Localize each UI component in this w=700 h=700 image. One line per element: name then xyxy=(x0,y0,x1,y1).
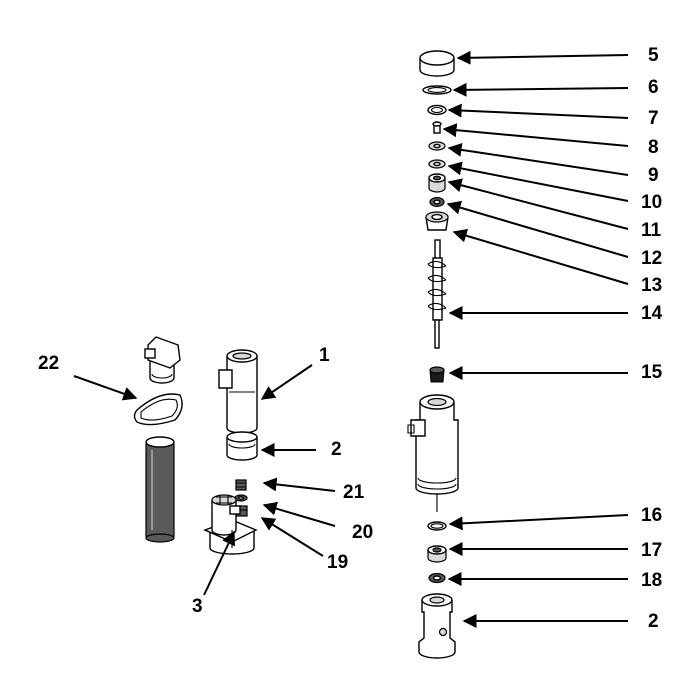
left-assembly xyxy=(133,336,258,555)
callout-14: 14 xyxy=(641,303,663,324)
part-13-coupling xyxy=(425,211,449,231)
leader-10 xyxy=(447,161,629,202)
leader-8 xyxy=(442,123,629,147)
part-7-o-ring xyxy=(427,104,447,116)
leader-arrows xyxy=(73,50,629,628)
part-8-screw xyxy=(432,121,442,134)
part-12-bearing xyxy=(429,196,445,208)
part-14-drive-shaft xyxy=(427,239,447,349)
leader-6 xyxy=(452,82,629,97)
part-1-housing xyxy=(218,349,258,434)
leader-5 xyxy=(456,50,629,65)
callout-2-right: 2 xyxy=(648,611,659,632)
callout-7: 7 xyxy=(648,108,659,129)
callout-10: 10 xyxy=(641,192,662,213)
leader-22 xyxy=(73,375,138,401)
part-9-washer xyxy=(428,141,446,151)
leader-1 xyxy=(260,364,313,400)
leader-12 xyxy=(446,200,629,258)
callout-18: 18 xyxy=(641,570,662,591)
leader-13 xyxy=(452,228,629,285)
part-17-seal xyxy=(427,545,447,563)
part-22-belt xyxy=(133,393,183,426)
small-motor-head xyxy=(144,336,181,384)
callout-8: 8 xyxy=(648,137,659,158)
leader-19 xyxy=(260,517,324,557)
callout-17: 17 xyxy=(641,540,662,561)
leader-7 xyxy=(447,103,629,119)
part-6-gasket xyxy=(422,85,452,95)
part-18-bearing xyxy=(428,572,446,584)
part-16-o-ring xyxy=(427,521,447,531)
callout-1: 1 xyxy=(319,345,330,366)
callout-20: 20 xyxy=(352,522,373,543)
right-housing xyxy=(407,394,459,512)
callout-19: 19 xyxy=(327,552,348,573)
callout-3: 3 xyxy=(192,596,203,617)
sleeve-tube xyxy=(145,436,175,543)
part-15-cap xyxy=(429,366,445,383)
part-2-base-right xyxy=(418,593,456,659)
part-10-washer xyxy=(428,159,446,169)
callout-11: 11 xyxy=(641,220,662,241)
leader-20 xyxy=(262,501,336,527)
callout-6: 6 xyxy=(648,77,659,98)
callout-13: 13 xyxy=(641,275,662,296)
callout-16: 16 xyxy=(641,505,662,526)
callout-labels: 5 6 7 8 9 10 11 12 13 14 15 16 17 18 2 1… xyxy=(38,45,663,632)
callout-5: 5 xyxy=(648,45,659,66)
leader-21 xyxy=(262,477,336,492)
callout-15: 15 xyxy=(641,362,663,383)
callout-21: 21 xyxy=(343,482,365,503)
part-5-cap xyxy=(419,50,455,77)
callout-2-left: 2 xyxy=(331,439,342,460)
leader-3 xyxy=(203,530,235,596)
callout-9: 9 xyxy=(648,165,659,186)
part-2-base-left xyxy=(226,431,258,461)
leader-9 xyxy=(447,142,629,176)
part-11-bushing xyxy=(428,173,446,193)
leader-16 xyxy=(448,514,629,531)
callout-22: 22 xyxy=(38,353,59,374)
part-20-washer xyxy=(234,494,248,502)
right-exploded-assembly xyxy=(407,50,459,659)
part-21-spring xyxy=(235,479,247,491)
part-3-gear-motor xyxy=(203,494,258,555)
callout-12: 12 xyxy=(641,248,662,269)
leader-11 xyxy=(447,178,629,230)
